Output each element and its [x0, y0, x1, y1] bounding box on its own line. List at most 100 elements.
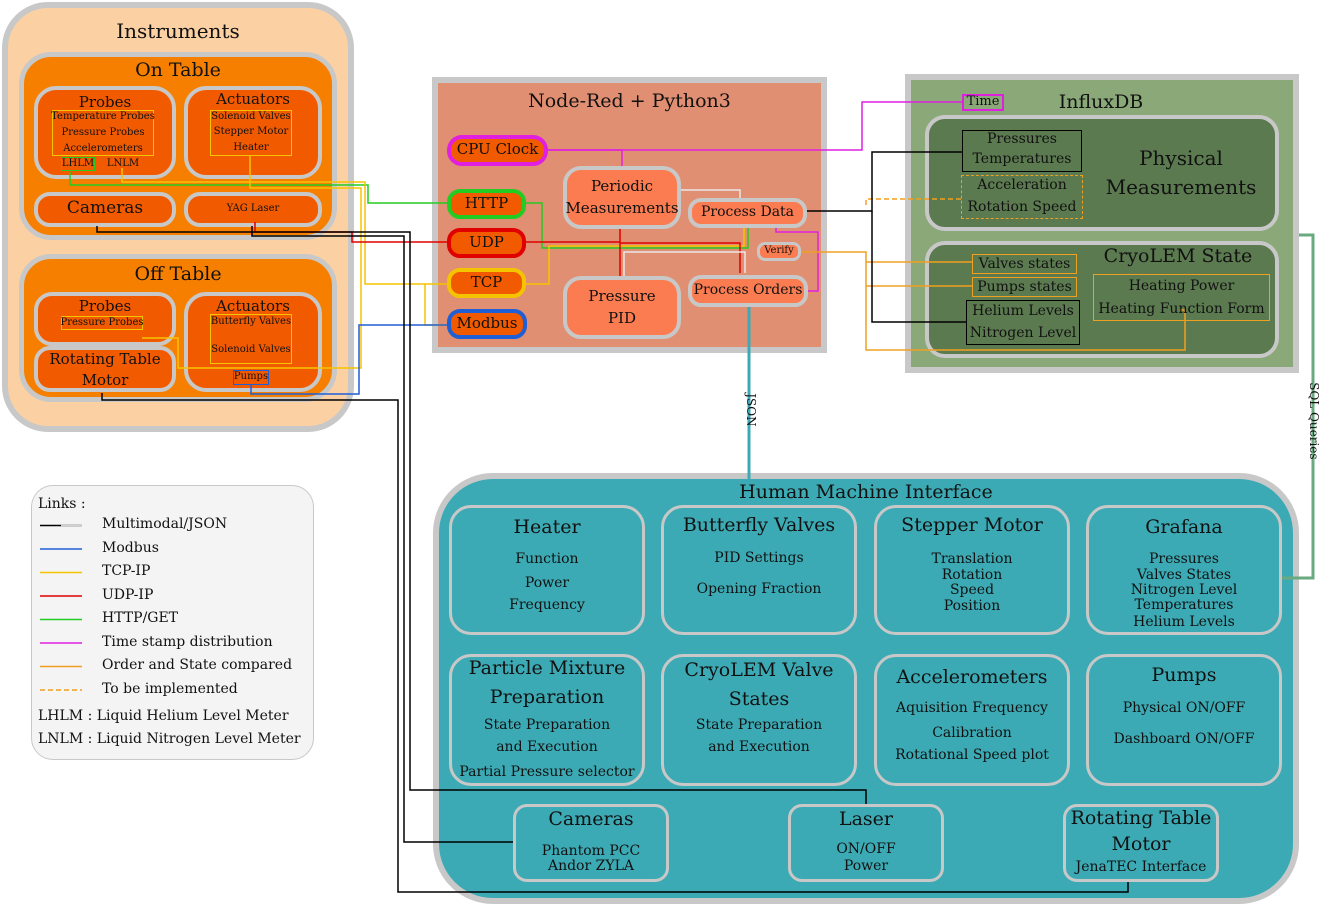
particle-line: Partial Pressure selector	[459, 764, 635, 780]
legend-entry-label: To be implemented	[102, 680, 238, 697]
rotating-table-card[interactable]	[1063, 804, 1219, 882]
off-probes-box	[34, 292, 176, 346]
lnlm-label: LNLM	[106, 158, 140, 169]
legend-entry-label: HTTP/GET	[102, 610, 179, 626]
on-probes-box	[34, 86, 176, 179]
on-table-title: On Table	[135, 59, 221, 81]
laser-card[interactable]	[788, 804, 944, 882]
modbus-label: Modbus	[456, 314, 518, 332]
heater-line: Function	[515, 551, 579, 567]
heater-line: Frequency	[509, 597, 585, 613]
stepper-line: Rotation	[941, 567, 1003, 583]
stepper-motor-title: Stepper Motor	[901, 514, 1043, 536]
pumps-card[interactable]	[1086, 654, 1282, 786]
udp-node	[447, 228, 526, 258]
influxdb-title: InfluxDB	[1058, 91, 1144, 113]
heating-power-label: Heating Power	[1128, 278, 1235, 294]
legend-title: Links :	[38, 496, 86, 512]
pumps-line: Physical ON/OFF	[1122, 700, 1246, 716]
http-label: HTTP	[464, 194, 509, 212]
physical-measurements-title: Measurements	[1105, 175, 1257, 199]
butterfly-line: PID Settings	[714, 550, 804, 566]
legend-entry-label: UDP-IP	[102, 586, 154, 603]
on-actuators-title: Actuators	[216, 90, 290, 108]
rotating-table-line: JenaTEC Interface	[1075, 859, 1207, 875]
pressures-temperatures-box	[962, 130, 1082, 172]
on-probe-item: Pressure Probes	[61, 127, 145, 138]
grafana-line: Valves States	[1136, 567, 1232, 583]
legend-entry-label: Modbus	[102, 539, 159, 556]
cryolem-valve-card[interactable]	[661, 654, 857, 786]
valves-states-box	[972, 254, 1077, 274]
stepper-motor-card[interactable]	[874, 505, 1070, 635]
rotating-table-instrument-box	[34, 346, 176, 392]
physical-measurements-title: Physical	[1139, 146, 1223, 170]
off-actuators-list	[210, 314, 292, 364]
accelerometers-line: Calibration	[932, 725, 1012, 741]
yag-laser-label: YAG Laser	[226, 203, 280, 214]
physical-measurements-box	[925, 115, 1279, 231]
sql-link-label: SQL Queries	[1306, 382, 1321, 460]
on-actuators-list	[210, 110, 292, 156]
heating-box	[1093, 274, 1270, 321]
legend-box	[31, 485, 314, 760]
nitrogen-level-label: Nitrogen Level	[969, 325, 1077, 341]
off-actuators-box	[184, 292, 322, 392]
rotating-table-instrument-label: Motor	[81, 371, 129, 389]
off-probes-list	[61, 316, 143, 330]
pumps-title: Pumps	[1151, 664, 1217, 686]
on-actuator-item: Stepper Motor	[213, 126, 289, 137]
off-probe-item: Pressure Probes	[60, 317, 144, 328]
udp-label: UDP	[469, 233, 504, 251]
process-data-node	[688, 198, 807, 228]
cryolem-state-title: CryoLEM State	[1103, 245, 1253, 267]
heater-line: Power	[524, 575, 570, 591]
legend-entry-label: Multimodal/JSON	[102, 516, 228, 532]
rotation-speed-label: Rotation Speed	[967, 199, 1077, 215]
process-orders-label: Process Orders	[693, 282, 803, 298]
grafana-line: Helium Levels	[1133, 614, 1235, 630]
lhlm-label: LHLM	[61, 158, 95, 169]
grafana-card[interactable]	[1086, 505, 1282, 635]
on-probes-list	[52, 110, 154, 156]
process-orders-node	[688, 275, 808, 307]
laser-line: Power	[843, 858, 889, 874]
legend-abbrev-lhlm: LHLM : Liquid Helium Level Meter	[38, 708, 289, 724]
cameras-card[interactable]	[513, 804, 669, 882]
on-probes-title: Probes	[78, 93, 132, 111]
heater-card[interactable]	[449, 505, 645, 635]
cryolem-state-box	[925, 241, 1279, 358]
accelerometers-title: Accelerometers	[896, 666, 1048, 688]
pressure-pid-label: PID	[607, 309, 637, 327]
rotating-table-title: Motor	[1111, 833, 1171, 855]
cameras-line: Andor ZYLA	[547, 858, 635, 874]
cryolem-valve-line: and Execution	[708, 739, 810, 755]
modbus-node	[447, 309, 527, 339]
cameras-title: Cameras	[548, 808, 634, 830]
hmi-title: Human Machine Interface	[739, 481, 993, 503]
pumps-line: Dashboard ON/OFF	[1113, 731, 1255, 747]
butterfly-valves-card[interactable]	[661, 505, 857, 635]
process-data-label: Process Data	[700, 204, 795, 220]
pressure-pid-node	[563, 276, 681, 339]
verify-label: Verify	[764, 245, 794, 256]
cryolem-valve-title: States	[728, 688, 790, 710]
instruments-title: Instruments	[116, 19, 240, 43]
pumps-instrument-box	[233, 370, 269, 385]
pumps-states-box	[972, 277, 1077, 297]
on-probe-item: Accelerometers	[63, 143, 143, 154]
off-actuator-item: Butterfly Valves	[210, 316, 292, 327]
stepper-line: Position	[943, 598, 1001, 614]
off-probes-title: Probes	[78, 297, 132, 315]
accelerometers-card[interactable]	[874, 654, 1070, 786]
acceleration-box	[961, 175, 1083, 219]
lhlm-box	[61, 157, 95, 171]
particle-line: State Preparation	[483, 717, 611, 733]
valves-states-label: Valves states	[978, 256, 1071, 272]
helium-nitrogen-box	[966, 300, 1080, 345]
butterfly-valves-title: Butterfly Valves	[682, 514, 836, 536]
on-actuator-item: Solenoid Valves	[211, 111, 291, 122]
helium-levels-label: Helium Levels	[972, 303, 1074, 319]
butterfly-line: Opening Fraction	[696, 581, 822, 597]
particle-mixture-card[interactable]	[449, 654, 645, 786]
